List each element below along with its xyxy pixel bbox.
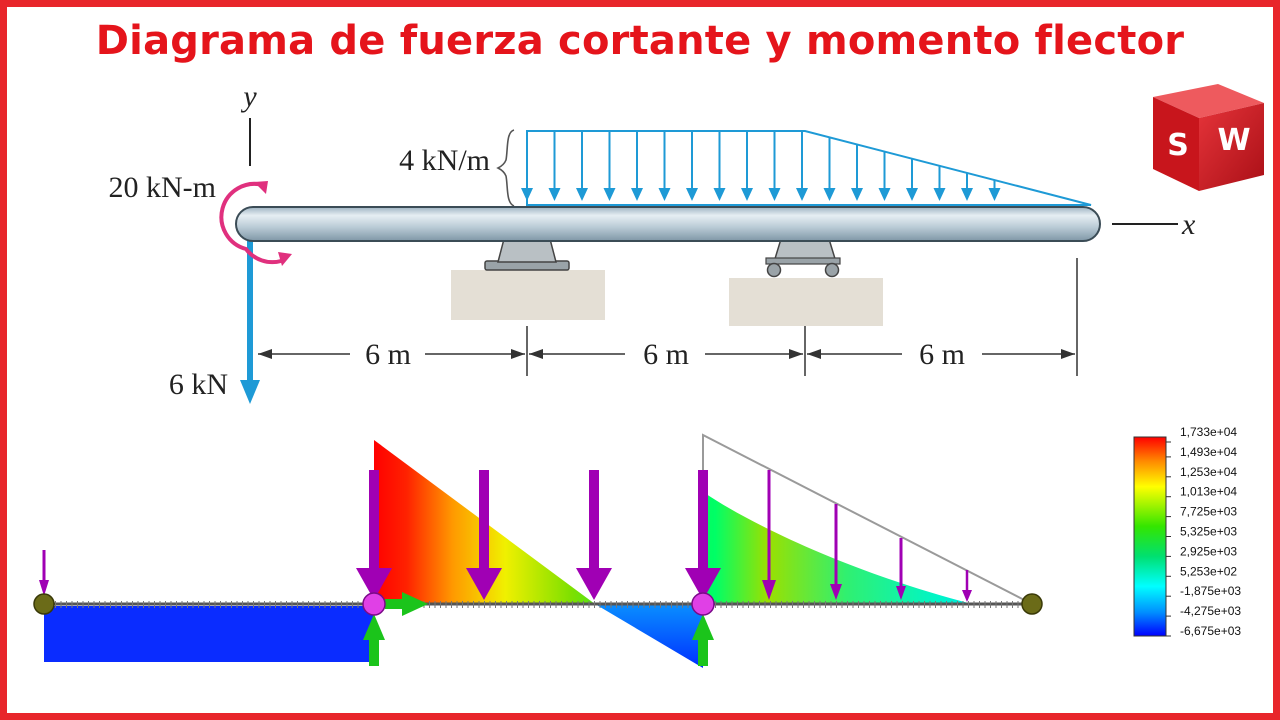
- span-label-3: 6 m: [919, 338, 965, 371]
- logo-letter-s: S: [1167, 128, 1189, 163]
- load-arrow-3: [576, 131, 588, 201]
- load-arrow-9: [741, 131, 753, 201]
- applied-moment: 20 kN-m: [109, 171, 292, 266]
- dimension-lines: 6 m 6 m 6 m: [258, 258, 1078, 376]
- load-arrow-10: [768, 131, 781, 201]
- legend-label-9: -1,875e+03: [1180, 584, 1241, 598]
- load-arrow-11: [796, 131, 808, 201]
- load-brace: [496, 129, 515, 207]
- legend-colorbar: [1133, 436, 1167, 637]
- roller-support-ground: [729, 278, 883, 326]
- distributed-load-label: 4 kN/m: [399, 144, 490, 177]
- joint-pin-support: [362, 592, 386, 616]
- solidworks-logo: S W: [1153, 84, 1264, 191]
- legend-label-2: 1,493e+04: [1180, 445, 1237, 459]
- logo-right-face: [1199, 103, 1264, 191]
- moment-arc: [219, 181, 282, 265]
- result-load-arrows: [39, 470, 972, 602]
- load-arrow-7: [686, 131, 698, 201]
- legend-label-8: 5,253e+02: [1180, 564, 1237, 578]
- moment-arrowhead-bottom: [278, 252, 292, 266]
- load-arrow-18: [988, 180, 1001, 201]
- load-arrow-13: [851, 144, 863, 201]
- shear-diagram: [33, 433, 1043, 668]
- point-load-label: 6 kN: [169, 368, 228, 401]
- point-load-head: [240, 380, 260, 404]
- load-arrow-5: [631, 131, 643, 201]
- beam: [235, 206, 1101, 242]
- load-arrow-1: [521, 131, 533, 201]
- joint-roller-support: [691, 592, 715, 616]
- page-title: Diagrama de fuerza cortante y momento fl…: [95, 18, 1185, 64]
- legend-labels: 1,733e+04 1,493e+04 1,253e+04 1,013e+04 7,72…: [1180, 425, 1241, 638]
- legend-label-5: 7,725e+03: [1180, 505, 1237, 519]
- joint-right-end: [1021, 593, 1043, 615]
- load-arrow-16: [933, 165, 946, 201]
- load-arrow-2: [548, 131, 561, 201]
- load-arrow-17: [961, 172, 973, 201]
- pin-support-ground: [451, 270, 605, 320]
- load-arrow-12: [823, 137, 836, 201]
- load-arrow-4: [603, 131, 616, 201]
- reaction-arrows: [363, 592, 714, 666]
- distributed-load: 4 kN/m: [399, 129, 1092, 207]
- legend-ticks: [1166, 441, 1171, 637]
- shear-region-negative-left: [44, 606, 374, 662]
- legend-label-10: -4,275e+03: [1180, 604, 1241, 618]
- load-arrow-15: [906, 158, 918, 201]
- roller-left: [766, 262, 782, 278]
- logo-letter-w: W: [1217, 123, 1250, 158]
- y-axis-label: y: [240, 80, 257, 113]
- x-axis-label: x: [1181, 208, 1196, 241]
- point-load: 6 kN: [169, 236, 260, 404]
- load-arrow-8: [713, 131, 726, 201]
- legend-label-1: 1,733e+04: [1180, 425, 1237, 439]
- joint-left-end: [33, 593, 55, 615]
- legend-label-7: 2,925e+03: [1180, 544, 1237, 558]
- shear-region-negative-2: [595, 604, 703, 668]
- moment-label: 20 kN-m: [109, 171, 217, 204]
- legend-label-6: 5,325e+03: [1180, 525, 1237, 539]
- moment-arrowhead-top: [254, 181, 268, 194]
- roller-right: [824, 262, 840, 278]
- legend-label-4: 1,013e+04: [1180, 485, 1237, 499]
- span-label-2: 6 m: [643, 338, 689, 371]
- problem-sketch: y x 4 kN/m 6 kN: [109, 80, 1196, 404]
- color-legend: 1,733e+04 1,493e+04 1,253e+04 1,013e+04 7,72…: [1133, 425, 1241, 638]
- legend-label-11: -6,675e+03: [1180, 624, 1241, 638]
- logo-top-face: [1153, 84, 1264, 118]
- load-arrows: [521, 131, 1001, 201]
- load-arrow-14: [878, 151, 891, 201]
- span-label-1: 6 m: [365, 338, 411, 371]
- load-arrow-6: [658, 131, 671, 201]
- roller-support-plate: [765, 257, 841, 265]
- logo-left-face: [1153, 97, 1199, 191]
- legend-label-3: 1,253e+04: [1180, 465, 1237, 479]
